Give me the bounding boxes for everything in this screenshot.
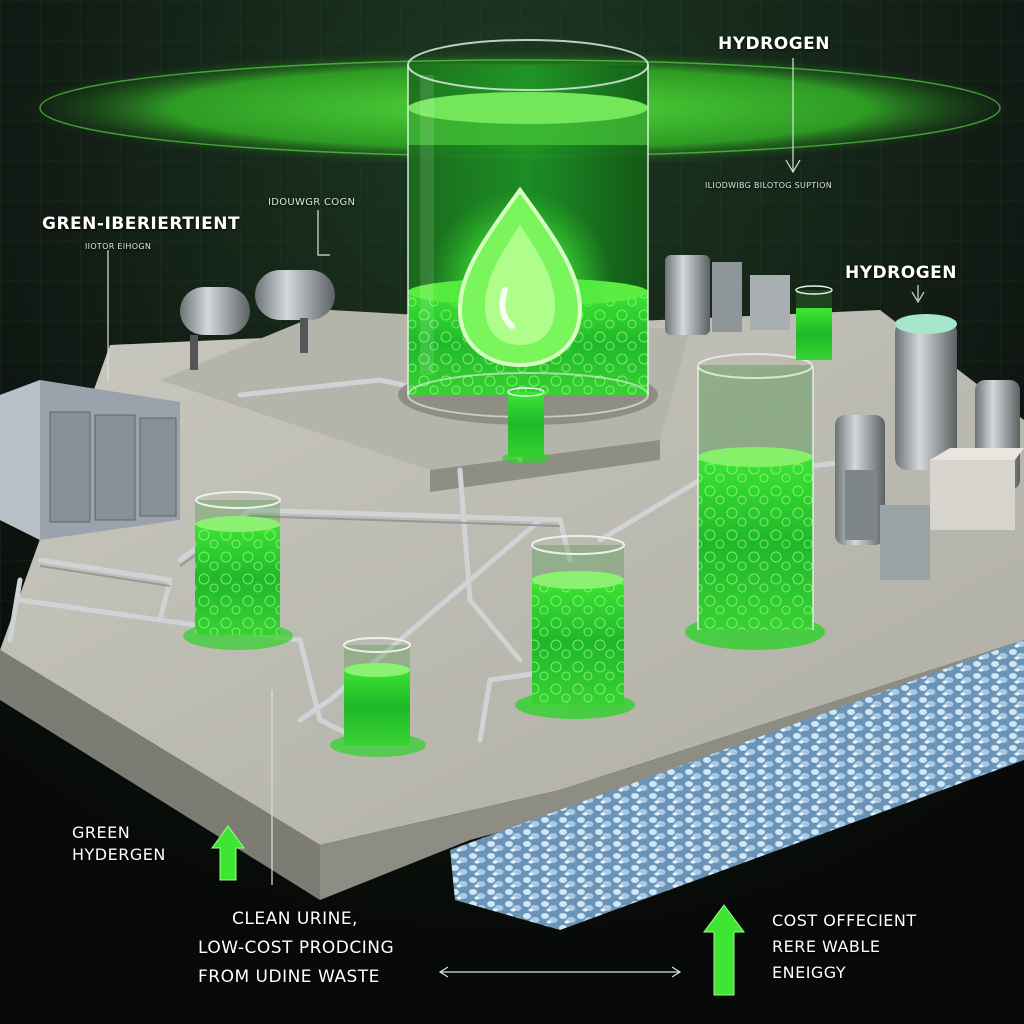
beaker-right-small xyxy=(795,285,833,360)
right-machinery xyxy=(665,255,1024,580)
label-hydrogen-sub: ILIODWIBG BILOTOG SUPTION xyxy=(705,181,833,190)
plant-platform xyxy=(0,310,1024,845)
label-green-left: GREN-IBERIERTIENT xyxy=(42,214,241,234)
beaker-center xyxy=(515,535,635,719)
gravel-bed xyxy=(450,640,1024,930)
label-leaders xyxy=(107,58,925,978)
pressure-tank-left xyxy=(180,270,335,370)
beaker-center-front xyxy=(330,637,426,757)
water-drop-icon xyxy=(428,186,612,374)
label-green-left-sub: IIOTOR EIHOGN xyxy=(85,242,152,251)
arrow-up-icon xyxy=(703,904,745,996)
label-center-top: IDOUWGR COGN xyxy=(268,197,356,208)
label-hydrogen-top: HYDROGEN xyxy=(718,34,830,54)
label-hydrogen-right: HYDROGEN xyxy=(845,263,957,283)
beaker-upper xyxy=(502,387,550,464)
electrolyzer-cabinets xyxy=(0,380,180,540)
label-green-hydrogen: GREEN HYDERGEN xyxy=(72,823,166,864)
beaker-left xyxy=(183,491,293,650)
right-tall-tank xyxy=(685,353,825,650)
label-cost-efficient: COST OFFECIENT RERE WABLE ENEIGGY xyxy=(772,911,917,982)
arrow-up-icon xyxy=(211,825,245,881)
label-clean-urine: CLEAN URINE, LOW-COST PRODCING FROM UDIN… xyxy=(198,909,395,987)
